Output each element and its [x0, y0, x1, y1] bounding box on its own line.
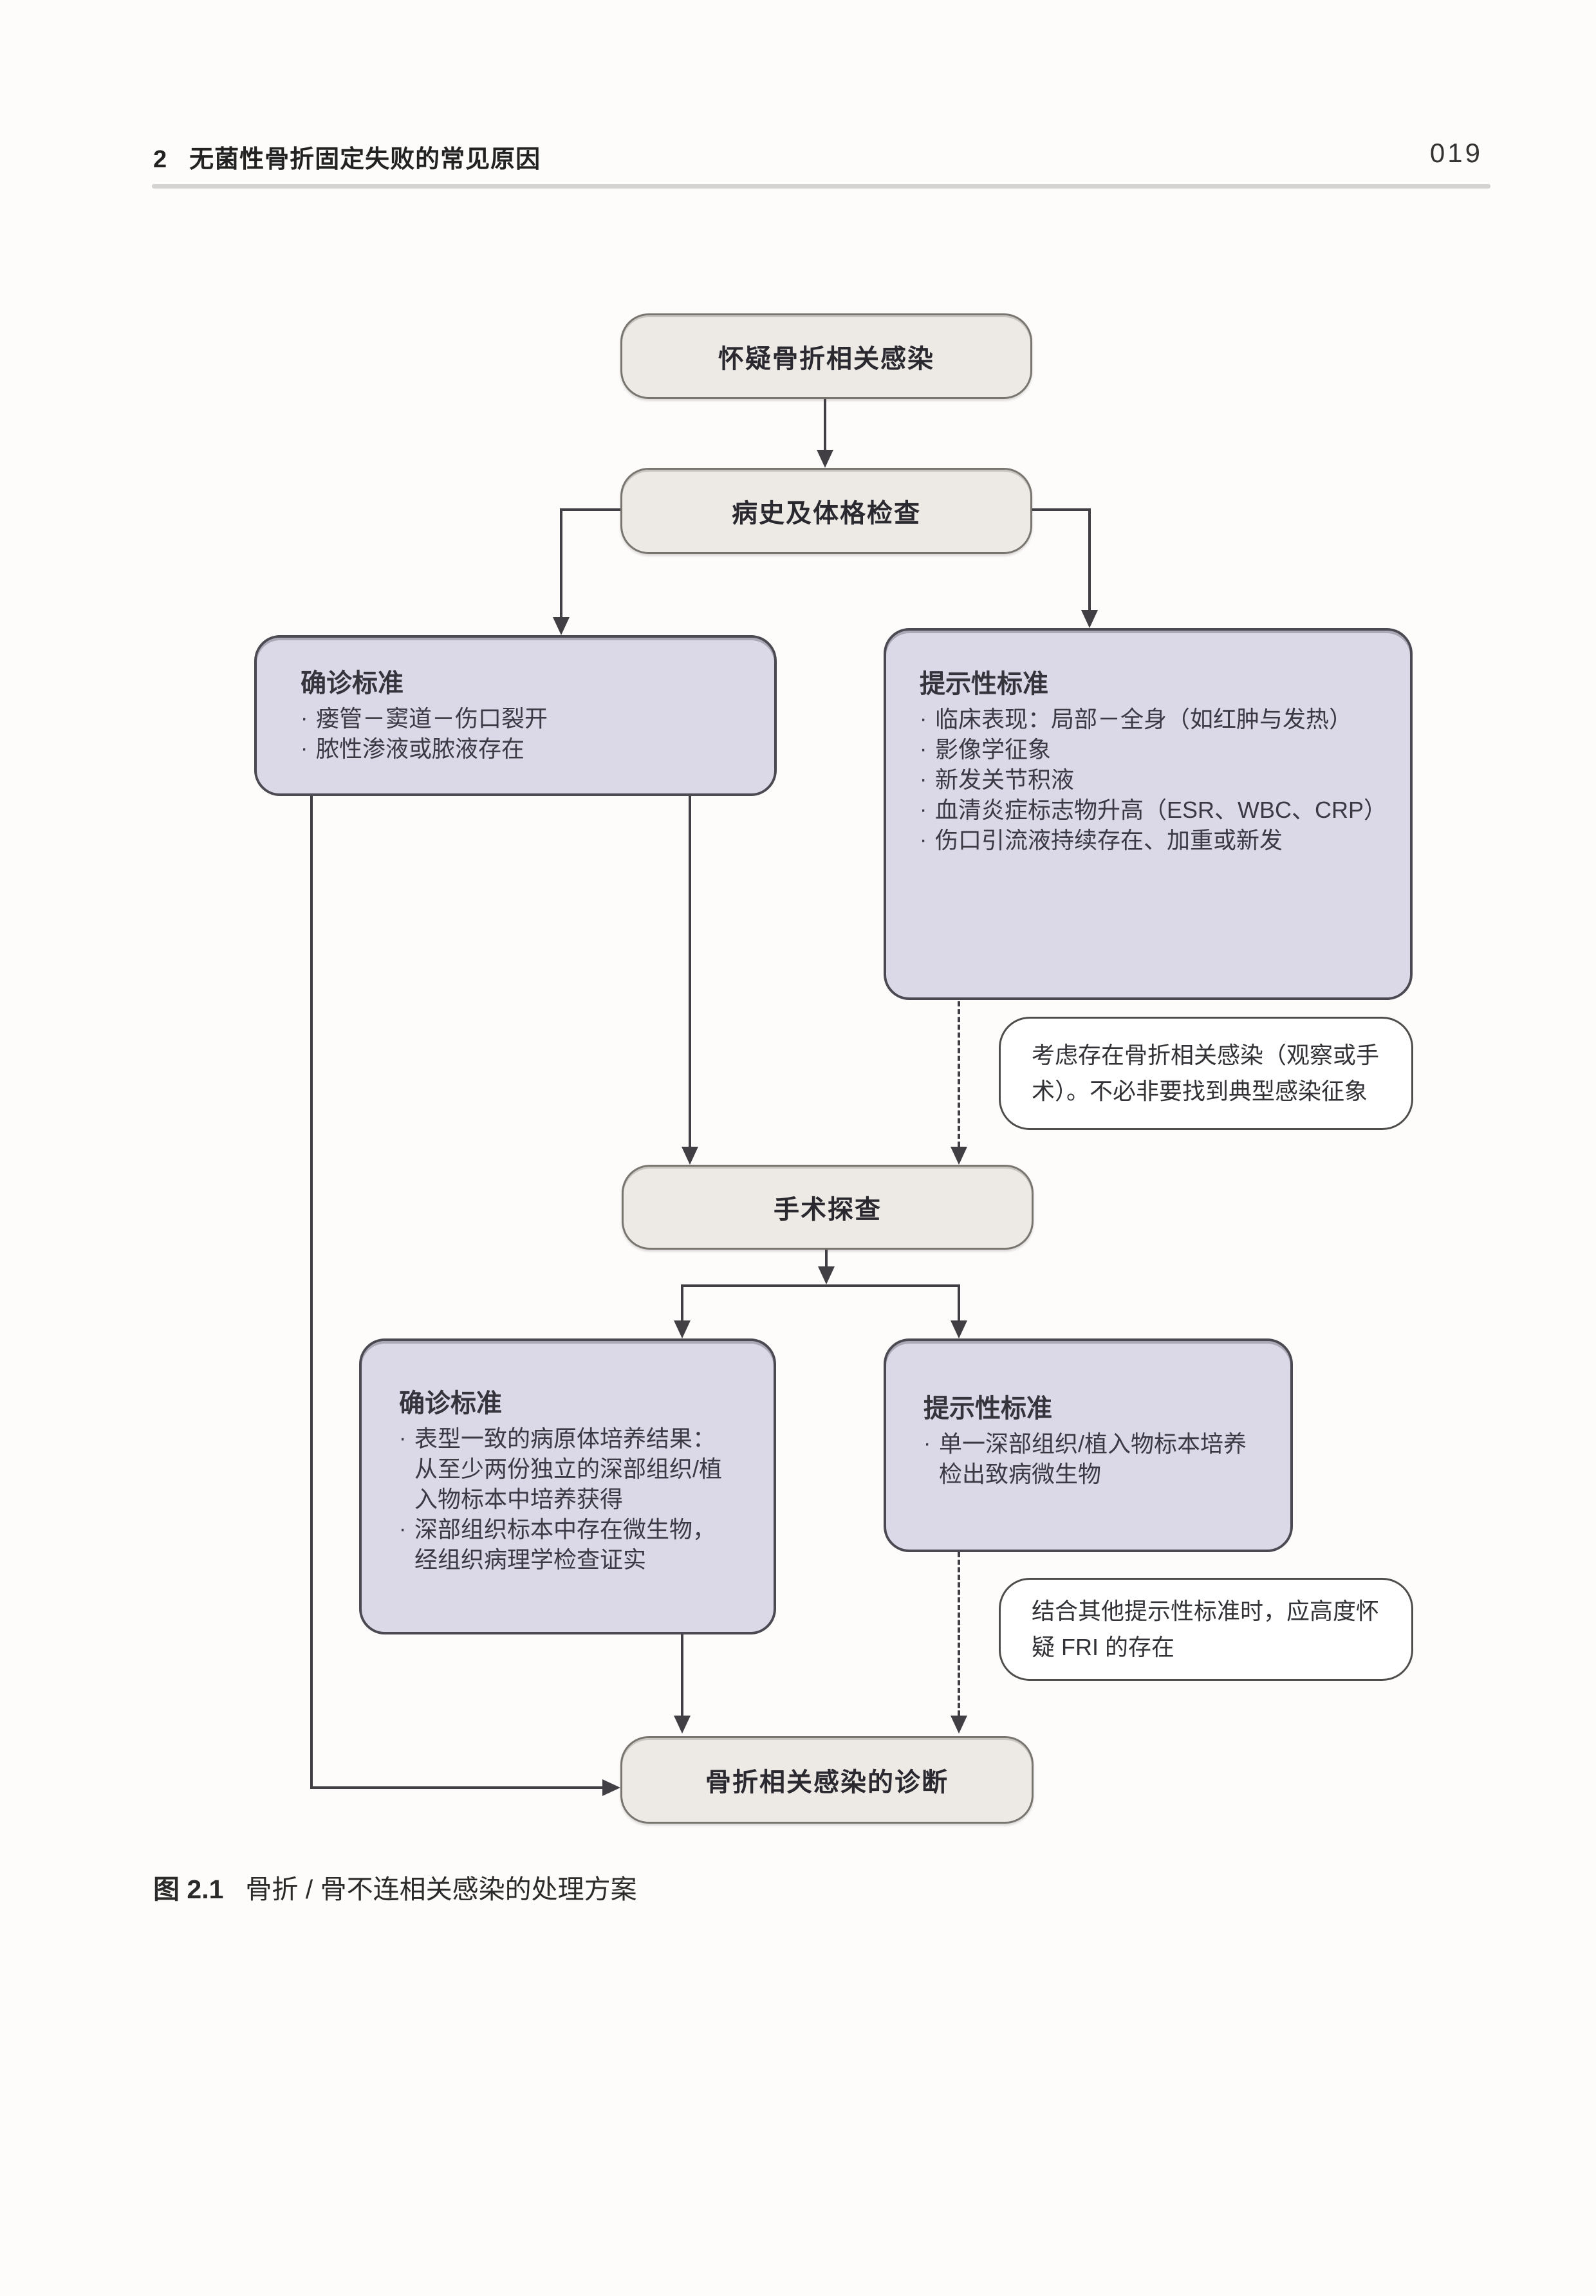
arrowhead-down-icon [553, 617, 570, 635]
connector-history-right-horizontal [1032, 508, 1090, 511]
bullet-item: · 瘘管－窦道－伤口裂开 [301, 703, 702, 734]
figure-caption-text: 骨折 / 骨不连相关感染的处理方案 [245, 1875, 637, 1904]
figure-caption-label: 图 2.1 [153, 1875, 224, 1904]
bullet-item: · 影像学征象 [920, 734, 1401, 764]
arrowhead-down-icon [951, 1147, 967, 1165]
connector-suggestive-to-exploration-dashed [958, 1001, 960, 1147]
arrowhead-down-icon [1081, 610, 1098, 628]
connector-suspect-to-history [824, 399, 826, 452]
connector-exploration-down [825, 1250, 828, 1268]
connector-split-left [681, 1284, 683, 1320]
node-label: 病史及体格检查 [732, 499, 921, 528]
bullet-item: · 深部组织标本中存在微生物，经组织病理学检查证实 [399, 1514, 734, 1575]
node-label: 怀疑骨折相关感染 [718, 344, 934, 373]
node-suggestive-criteria-initial: 提示性标准 · 临床表现：局部－全身（如红肿与发热） · 影像学征象 · 新发关… [884, 628, 1413, 1000]
page-number: 019 [1429, 138, 1483, 168]
arrowhead-down-icon [818, 1266, 835, 1284]
node-surgical-exploration: 手术探查 [622, 1165, 1034, 1250]
page-header: 2 无菌性骨折固定失败的常见原因 [153, 139, 541, 174]
bullet-dot: · [399, 1517, 407, 1541]
connector-split-right [958, 1284, 960, 1320]
connector-confirmatory2-to-diagnosis [681, 1634, 683, 1716]
connector-history-to-suggestive [1088, 508, 1091, 610]
arrowhead-down-icon [682, 1147, 698, 1165]
chapter-title: 无菌性骨折固定失败的常见原因 [189, 146, 541, 173]
bullet-dot: · [920, 797, 927, 822]
arrowhead-down-icon [951, 1716, 967, 1734]
box-title: 提示性标准 [920, 670, 1048, 698]
bullet-item: · 新发关节积液 [920, 764, 1401, 795]
header-rule [152, 184, 1490, 189]
connector-confirmatory-to-diagnosis-horizontal [310, 1786, 602, 1789]
bullet-dot: · [920, 707, 927, 731]
connector-confirmatory-to-exploration [689, 796, 691, 1147]
note-text: 结合其他提示性标准时，应高度怀疑 FRI 的存在 [1032, 1598, 1380, 1660]
note-suspect-fri: 结合其他提示性标准时，应高度怀疑 FRI 的存在 [999, 1578, 1413, 1681]
connector-suggestive2-to-diagnosis-dashed [958, 1552, 960, 1716]
connector-history-left-horizontal [561, 508, 620, 511]
bullet-item: · 伤口引流液持续存在、加重或新发 [920, 825, 1401, 855]
note-consider-fri: 考虑存在骨折相关感染（观察或手术）。不必非要找到典型感染征象 [999, 1017, 1413, 1130]
connector-confirmatory-to-diagnosis-vertical [310, 796, 313, 1788]
figure-caption: 图 2.1 骨折 / 骨不连相关感染的处理方案 [153, 1867, 637, 1906]
bullet-dot: · [920, 767, 927, 792]
bullet-dot: · [399, 1426, 407, 1450]
node-label: 骨折相关感染的诊断 [705, 1768, 949, 1797]
box-title: 确诊标准 [301, 669, 404, 698]
bullet-dot: · [920, 737, 927, 761]
node-confirmatory-criteria-initial: 确诊标准 · 瘘管－窦道－伤口裂开 · 脓性渗液或脓液存在 [254, 635, 777, 796]
node-suspect-fri: 怀疑骨折相关感染 [620, 313, 1032, 399]
note-text: 考虑存在骨折相关感染（观察或手术）。不必非要找到典型感染征象 [1032, 1042, 1380, 1104]
node-fri-diagnosis: 骨折相关感染的诊断 [620, 1736, 1034, 1824]
box-title: 确诊标准 [399, 1389, 502, 1418]
bullet-item: · 单一深部组织/植入物标本培养检出致病微生物 [923, 1429, 1261, 1489]
chapter-number: 2 [153, 146, 168, 173]
connector-history-to-confirmatory [560, 508, 562, 618]
bullet-dot: · [923, 1431, 931, 1456]
node-history-exam: 病史及体格检查 [620, 468, 1032, 554]
bullet-item: · 表型一致的病原体培养结果：从至少两份独立的深部组织/植入物标本中培养获得 [399, 1423, 734, 1514]
arrowhead-right-icon [602, 1779, 620, 1796]
arrowhead-down-icon [674, 1716, 691, 1734]
bullet-dot: · [301, 706, 308, 730]
bullet-dot: · [301, 736, 308, 761]
bullet-item: · 血清炎症标志物升高（ESR、WBC、CRP） [920, 795, 1401, 825]
arrowhead-down-icon [674, 1320, 691, 1338]
arrowhead-down-icon [951, 1320, 967, 1338]
arrowhead-down-icon [817, 450, 833, 468]
bullet-item: · 临床表现：局部－全身（如红肿与发热） [920, 704, 1401, 734]
bullet-dot: · [920, 828, 927, 852]
connector-split-horizontal [681, 1284, 960, 1287]
node-suggestive-criteria-surgical: 提示性标准 · 单一深部组织/植入物标本培养检出致病微生物 [884, 1338, 1293, 1552]
node-label: 手术探查 [774, 1196, 882, 1224]
node-confirmatory-criteria-surgical: 确诊标准 · 表型一致的病原体培养结果：从至少两份独立的深部组织/植入物标本中培… [359, 1338, 776, 1634]
box-title: 提示性标准 [923, 1394, 1052, 1423]
bullet-item: · 脓性渗液或脓液存在 [301, 734, 702, 764]
